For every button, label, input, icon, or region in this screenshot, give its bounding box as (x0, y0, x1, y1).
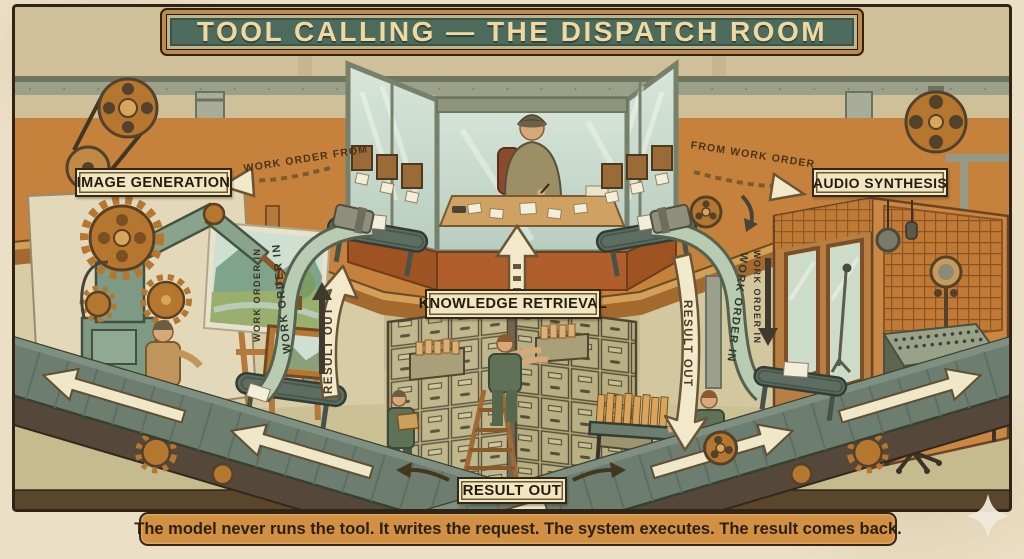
note-work-order-in-wall-left: WORK ORDER IN (252, 247, 262, 343)
result-paper (782, 361, 809, 378)
steel-beam (14, 76, 1010, 82)
booth-base (436, 251, 628, 291)
conveyor-belt-right (359, 337, 1024, 559)
file-box (396, 412, 420, 431)
note-result-out-left: RESULT OUT (323, 306, 335, 394)
tube-nozzle (649, 203, 692, 234)
caption-banner: The model never runs the tool. It writes… (134, 512, 902, 546)
title-banner: TOOL CALLING — THE DISPATCH ROOM (160, 8, 864, 56)
gear-icon (80, 196, 164, 280)
booth-window (784, 245, 820, 387)
up-arrow (312, 282, 332, 300)
dispatch-desk (438, 185, 626, 227)
pulley-wheel-icon (97, 77, 159, 139)
result-out-curl-arrow (396, 462, 412, 478)
work-order-paper (245, 382, 271, 403)
label-image-generation: IMAGE GENERATION (75, 168, 232, 197)
label-result-out: RESULT OUT (457, 477, 567, 504)
work-order-slots-left (351, 145, 423, 204)
result-out-curl-arrow (610, 462, 626, 478)
support-post (705, 275, 722, 389)
film-reel-icon (689, 195, 723, 229)
mic-stand (830, 263, 852, 374)
film-reel-icon (703, 430, 739, 466)
open-drawer (535, 323, 589, 364)
label-knowledge-retrieval: KNOWLEDGE RETRIEVAL (419, 289, 607, 319)
tube-nozzle (332, 203, 375, 234)
result-out-arrow-right (663, 252, 709, 452)
wall-dial (929, 255, 963, 330)
booth-window (826, 237, 864, 393)
dispatch-booth (326, 59, 698, 292)
hanging-microphone (875, 200, 918, 253)
paper-stack (585, 185, 609, 197)
audio-conveyor (753, 361, 848, 422)
note-result-out-right: RESULT OUT (681, 300, 693, 388)
pneumatic-tube-left (245, 203, 375, 403)
flow-arrows (218, 165, 808, 482)
down-arrow (758, 328, 778, 346)
note-work-order-in-wall-right: WORK ORDER IN (752, 250, 762, 345)
pneumatic-tube-right (649, 195, 769, 402)
dispatcher (497, 114, 563, 197)
stamp-pad (452, 206, 466, 213)
page-title: TOOL CALLING — THE DISPATCH ROOM (166, 14, 858, 50)
illustration-frame (12, 4, 1012, 512)
robot-arm (71, 196, 299, 407)
open-drawer (409, 338, 465, 382)
flywheel-icon (904, 86, 968, 154)
work-order-from-arrowhead (218, 165, 256, 198)
sparkle-logo-icon (966, 494, 1010, 538)
from-work-order-arrowhead (768, 171, 808, 202)
label-audio-synthesis: AUDIO SYNTHESIS (812, 168, 948, 197)
dashed-route (693, 170, 777, 188)
gear-icon (79, 285, 117, 323)
dashed-route (247, 166, 331, 183)
work-order-slots-right (601, 145, 673, 204)
archivist-worker (488, 334, 549, 426)
